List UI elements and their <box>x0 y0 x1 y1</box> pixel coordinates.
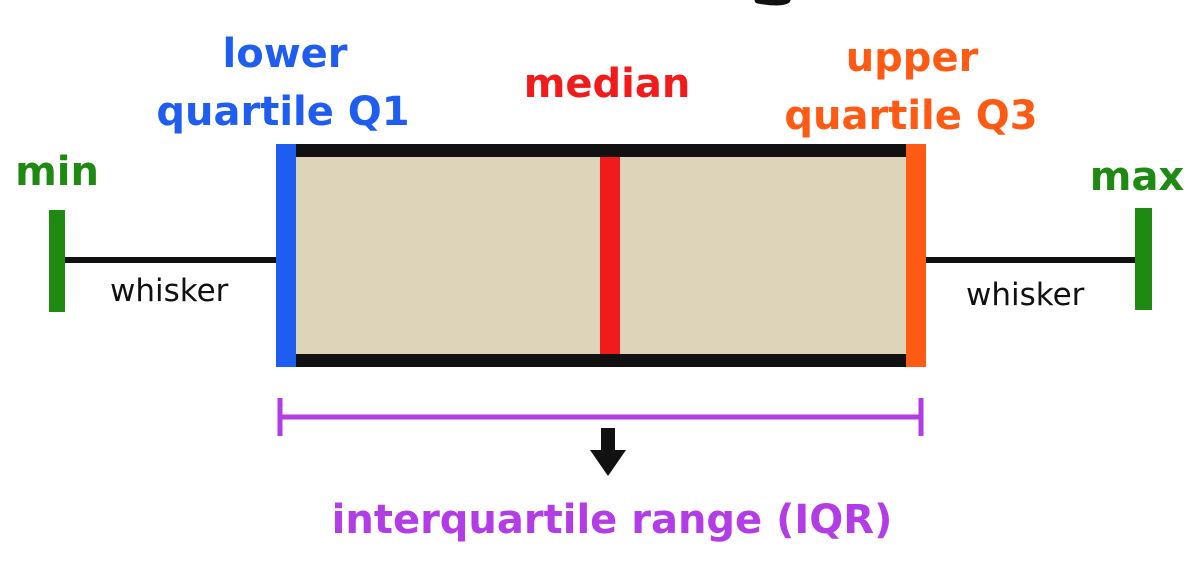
whisker-left-label: whisker <box>110 273 229 309</box>
min-cap <box>49 210 65 312</box>
max-cap <box>1135 208 1152 310</box>
box-bottom-edge <box>282 354 916 367</box>
whisker-right-label: whisker <box>966 277 1085 313</box>
upper-quartile-bar <box>906 144 926 367</box>
curve-fragment-icon <box>754 0 791 6</box>
down-arrow-icon <box>590 428 626 476</box>
lower-quartile-bar <box>276 144 296 367</box>
iqr-box <box>282 144 916 366</box>
median-bar <box>600 157 620 354</box>
lower-quartile-label-line2: quartile Q1 <box>156 89 410 135</box>
iqr-label: interquartile range (IQR) <box>331 497 893 543</box>
box-top-edge <box>282 144 916 157</box>
upper-quartile-label-line2: quartile Q3 <box>784 93 1038 139</box>
lower-quartile-label-line1: lower <box>222 31 348 77</box>
min-label: min <box>15 149 99 195</box>
median-label: median <box>523 61 691 107</box>
max-label: max <box>1089 154 1185 200</box>
upper-quartile-label-line1: upper <box>845 35 979 81</box>
